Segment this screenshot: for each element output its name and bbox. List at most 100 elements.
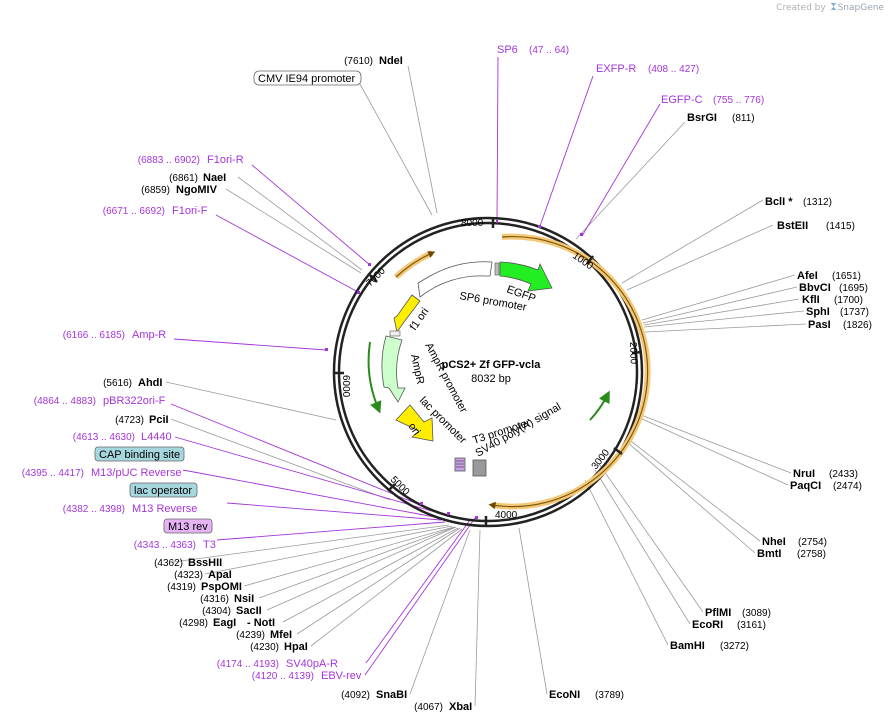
primer-m13puc-reverse: M13/pUC Reverse (91, 467, 181, 479)
primer-sp6-pos: (47 .. 64) (529, 45, 569, 56)
primer-m13-reverse-pos: (4382 .. 4398) (63, 504, 125, 515)
enzyme-pspomi: PspOMI (201, 581, 242, 593)
enzyme-ndei-pos: (7610) (344, 56, 373, 67)
enzyme-econi: EcoNI (549, 689, 580, 701)
enzyme-ahdi-pos: (5616) (103, 378, 132, 389)
m13-rev-box (163, 518, 213, 534)
enzyme-econi-pos: (3789) (595, 690, 624, 701)
primer-sp6: SP6 (497, 44, 518, 56)
primer-t3: T3 (203, 539, 216, 551)
feature-label-ori: ori (406, 421, 423, 438)
enzyme-pcii: PciI (149, 414, 169, 426)
enzyme-bcli-pos: (1312) (803, 197, 832, 208)
enzyme-pcii-pos: (4723) (115, 415, 144, 426)
tick-label-8000: 8000 (461, 218, 484, 229)
cap-box (94, 446, 185, 462)
ori-arrow (395, 404, 434, 442)
enzyme-pflmi-pos: (3089) (742, 608, 771, 619)
inner-arc-right (589, 390, 610, 421)
plasmid-name: pCS2+ Zf GFP-vcla (442, 359, 542, 371)
enzyme-snabi: SnaBI (376, 689, 407, 701)
primer-pbr322ori-f-pos: (4864 .. 4883) (34, 396, 96, 407)
cmv-box (253, 70, 362, 86)
tick-label-6000: 6000 (340, 375, 351, 398)
primer-ebv-rev-pos: (4120 .. 4139) (252, 671, 314, 682)
enzyme-bmti: BmtI (757, 548, 781, 560)
primer-exfp-r-pos: (408 .. 427) (648, 64, 699, 75)
enzyme-bsshii-pos: (4362) (154, 558, 183, 569)
enzyme-xbai-pos: (4067) (414, 702, 443, 713)
enzyme-bsteii-pos: (1415) (826, 221, 855, 232)
primer-egfp-c: EGFP-C (661, 94, 703, 106)
enzyme-bbvci-pos: (1695) (839, 283, 868, 294)
primer-exfp-r: EXFP-R (596, 63, 636, 75)
enzyme-mfei: MfeI (270, 629, 292, 641)
primer-m13puc-reverse-pos: (4395 .. 4417) (22, 468, 84, 479)
enzyme-kfli: KflI (802, 294, 820, 306)
tick-label-1000: 1000 (570, 250, 595, 272)
ampr-arrow (381, 335, 406, 403)
enzyme-pflmi: PflMI (705, 607, 731, 619)
primer-f1ori-f: F1ori-F (172, 205, 208, 217)
enzyme-afei-pos: (1651) (832, 271, 861, 282)
enzyme-paqci-pos: (2474) (833, 481, 862, 492)
enzyme-ecori-pos: (3161) (737, 620, 766, 631)
plasmid-length: 8032 bp (471, 373, 511, 385)
enzyme-nsii-pos: (4316) (200, 594, 229, 605)
primer-f1ori-f-pos: (6671 .. 6692) (103, 206, 165, 217)
cmv-label: CMV IE94 promoter (258, 73, 356, 85)
enzyme-bbvci: BbvCI (799, 282, 831, 294)
enzyme-pasi-pos: (1826) (843, 320, 872, 331)
enzyme-bcli: BclI * (765, 196, 793, 208)
enzyme-afei: AfeI (797, 270, 818, 282)
feature-label-ampr: AmpR (408, 353, 426, 385)
enzyme-apai-pos: (4323) (174, 570, 203, 581)
enzyme-ndei: NdeI (379, 55, 403, 67)
enzyme-bamhi: BamHI (670, 640, 705, 652)
primer-m13-reverse: M13 Reverse (132, 503, 197, 515)
primer-pbr322ori-f: pBR322ori-F (103, 395, 166, 407)
enzyme-ngomiv-pos: (6859) (141, 185, 170, 196)
enzyme-nrui: NruI (793, 468, 815, 480)
enzyme-kfli-pos: (1700) (834, 295, 863, 306)
enzyme-sacii: SacII (236, 605, 262, 617)
enzyme-paqci: PaqCI (790, 480, 821, 492)
primer-sv40pa-r: SV40pA-R (286, 658, 338, 670)
primer-l4440-pos: (4613 .. 4630) (73, 432, 135, 443)
transcript-arrow (488, 235, 649, 510)
primer-f1ori-r-pos: (6883 .. 6902) (138, 155, 200, 166)
enzyme-naei-pos: (6861) (169, 173, 198, 184)
primer-l4440: L4440 (141, 431, 172, 443)
enzyme-mfei-pos: (4239) (236, 630, 265, 641)
enzyme-pasi: PasI (808, 319, 831, 331)
enzyme-noti: - NotI (247, 617, 275, 629)
enzyme-bsshii: BssHII (188, 557, 222, 569)
enzyme-snabi-pos: (4092) (341, 690, 370, 701)
enzyme-xbai: XbaI (449, 701, 472, 713)
enzyme-eagi-pos: (4298) (179, 618, 208, 629)
enzyme-ecori: EcoRI (692, 619, 723, 631)
enzyme-nsii: NsiI (234, 593, 254, 605)
cap-label: CAP binding site (99, 449, 180, 461)
primer-t3-pos: (4343 .. 4363) (134, 540, 196, 551)
credit-prefix: Created by (776, 3, 826, 13)
inner-arc-left (367, 341, 382, 414)
sp6-promoter-arrow (417, 261, 493, 298)
enzyme-sphi-pos: (1737) (840, 307, 869, 318)
primer-amp-r-pos: (6166 .. 6185) (63, 330, 125, 341)
egfp-arrow (499, 261, 553, 292)
primer-amp-r: Amp-R (132, 329, 166, 341)
left-highlight-arrow (395, 251, 436, 278)
lac-operator-label: lac operator (134, 485, 192, 497)
t3-promoter-block (454, 457, 466, 472)
primer-f1ori-r: F1ori-R (207, 154, 244, 166)
enzyme-hpai: HpaI (284, 641, 308, 653)
primer-ebv-rev: EBV-rev (321, 670, 362, 682)
m13-rev-label: M13 rev (168, 521, 208, 533)
enzyme-sacii-pos: (4304) (202, 606, 231, 617)
primer-egfp-c-pos: (755 .. 776) (713, 95, 764, 106)
enzyme-bmti-pos: (2758) (797, 549, 826, 560)
lac-operator-box (129, 482, 198, 498)
enzyme-sphi: SphI (806, 306, 830, 318)
enzyme-bsrgi: BsrGI (687, 112, 717, 124)
